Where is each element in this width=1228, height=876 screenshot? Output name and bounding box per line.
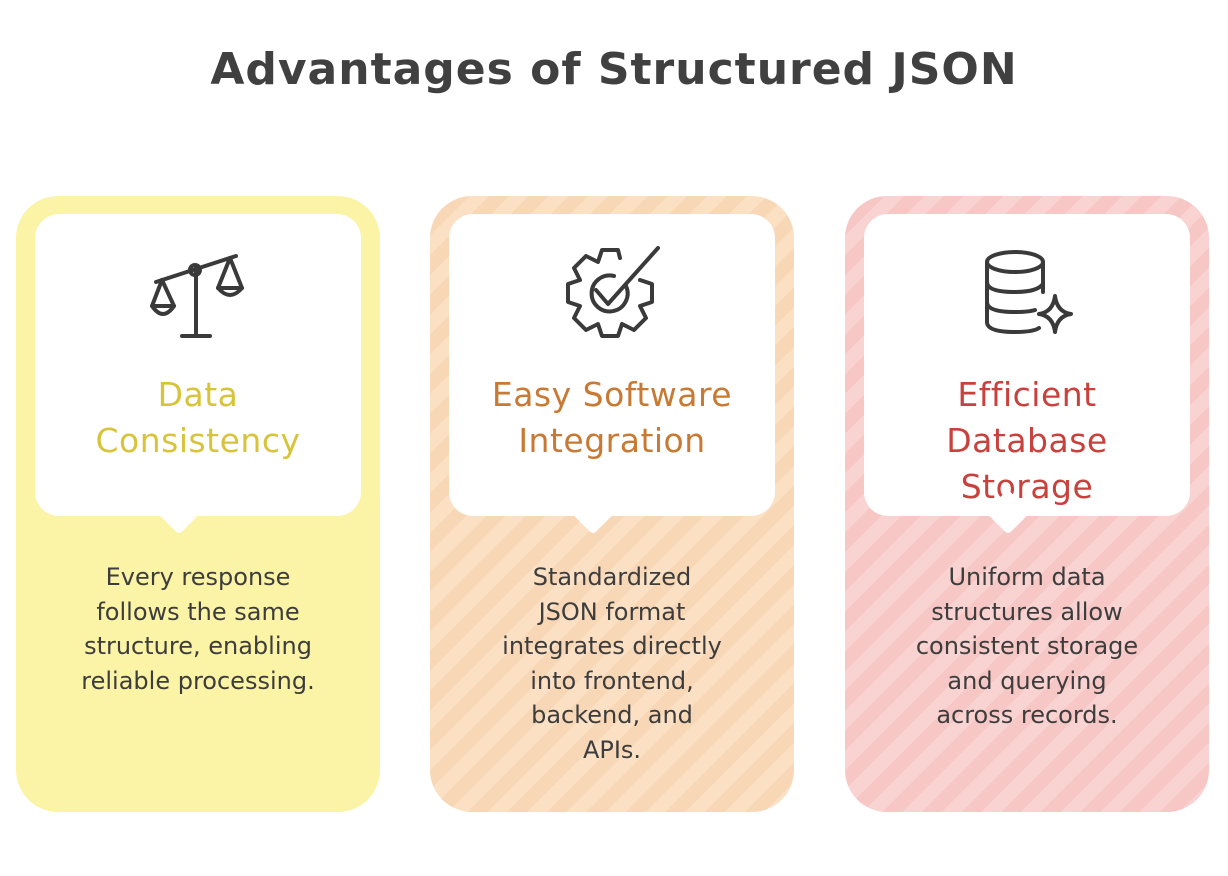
card-description: Standardized JSON format integrates dire… xyxy=(502,563,722,764)
page-title: Advantages of Structured JSON xyxy=(210,44,1018,95)
card-header-panel: Efficient Database Storage xyxy=(864,214,1190,516)
card-header-panel: Data Consistency xyxy=(35,214,361,516)
card-description: Every response follows the same structur… xyxy=(81,563,315,695)
card-description: Uniform data structures allow consistent… xyxy=(915,563,1139,729)
card-easy-software-integration: Easy Software Integration Standardized J… xyxy=(430,196,794,812)
card-efficient-database-storage: Efficient Database Storage Uniform data … xyxy=(845,196,1209,812)
database-sparkle-icon xyxy=(977,244,1077,344)
card-data-consistency: Data Consistency Every response follows … xyxy=(16,196,380,812)
gear-check-icon xyxy=(562,244,662,344)
balance-scale-icon xyxy=(148,244,248,344)
card-heading: Easy Software Integration xyxy=(491,375,733,460)
card-heading: Efficient Database Storage xyxy=(946,375,1108,506)
card-heading: Data Consistency xyxy=(95,375,301,460)
card-header-panel: Easy Software Integration xyxy=(449,214,775,516)
